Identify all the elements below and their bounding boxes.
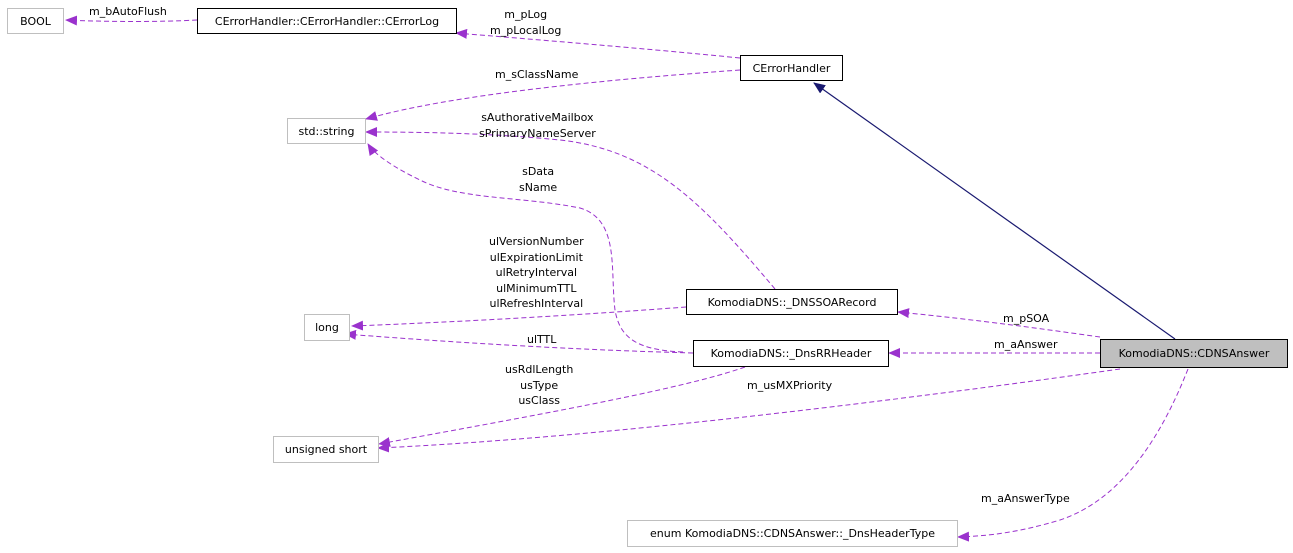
edge-m-sclassname	[365, 69, 741, 121]
edge-m-psoa	[897, 308, 1101, 338]
label-m-aanswertype: m_aAnswerType	[981, 492, 1070, 505]
node-bool[interactable]: BOOL	[7, 8, 64, 34]
label-ulttl: ulTTL	[527, 333, 557, 346]
label-m-usmxpriority: m_usMXPriority	[747, 379, 833, 392]
node-dnsrrheader[interactable]: KomodiaDNS::_DnsRRHeader	[693, 340, 889, 367]
node-std-string[interactable]: std::string	[287, 118, 366, 144]
edge-soa-long	[351, 306, 687, 331]
label-m-sclassname: m_sClassName	[495, 68, 579, 81]
edge-sauthorativemailbox	[365, 127, 776, 290]
node-cdnsanswer[interactable]: KomodiaDNS::CDNSAnswer	[1100, 339, 1288, 368]
label-m-psoa: m_pSOA	[1003, 312, 1050, 325]
label-soa-long-fields: ulVersionNumber ulExpirationLimit ulRetr…	[489, 235, 584, 310]
label-m-aanswer: m_aAnswer	[994, 338, 1058, 351]
node-cerrorhandler[interactable]: CErrorHandler	[740, 55, 843, 81]
edge-m-aanswertype	[957, 368, 1189, 542]
node-unsigned-short[interactable]: unsigned short	[273, 436, 379, 463]
edge-rdllength	[378, 366, 746, 447]
label-sauthorativemailbox: sAuthorativeMailbox sPrimaryNameServer	[479, 111, 596, 140]
edge-m-usmxpriority	[377, 368, 1121, 453]
edge-inheritance	[813, 82, 1176, 340]
node-long[interactable]: long	[304, 314, 350, 341]
node-dnssoarecord[interactable]: KomodiaDNS::_DNSSOARecord	[686, 289, 898, 315]
node-cerrorlog[interactable]: CErrorHandler::CErrorHandler::CErrorLog	[197, 8, 457, 34]
edge-ulttl	[344, 329, 694, 354]
label-m-plog: m_pLog m_pLocalLog	[490, 8, 562, 37]
edge-m-bautoflush	[65, 15, 198, 26]
label-rdllength-fields: usRdlLength usType usClass	[505, 363, 574, 407]
label-m-bautoflush: m_bAutoFlush	[89, 5, 167, 18]
edge-sdata	[367, 143, 684, 353]
label-sdata: sData sName	[519, 165, 558, 194]
node-dnsheadertype[interactable]: enum KomodiaDNS::CDNSAnswer::_DnsHeaderT…	[627, 520, 958, 547]
edge-m-plog	[455, 28, 741, 59]
